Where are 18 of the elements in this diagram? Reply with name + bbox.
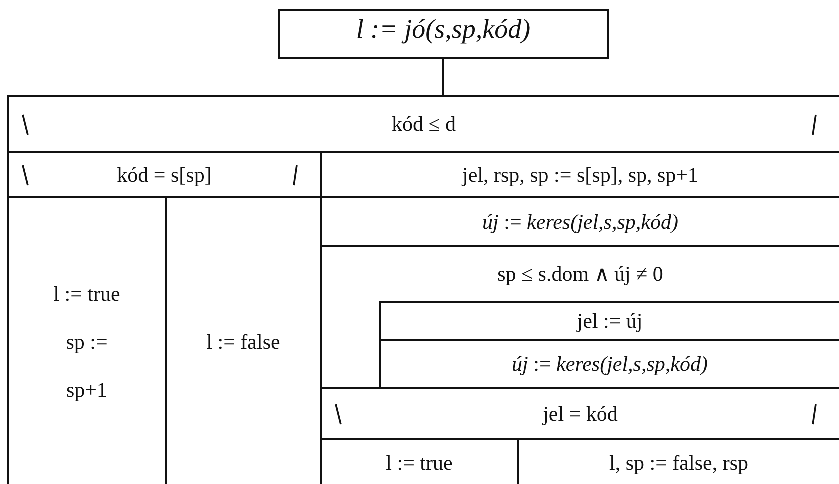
statement-text: jel := új [577,309,643,333]
statement-text: jel, rsp, sp := s[sp], sp, sp+1 [462,162,699,186]
statement-text: l := true [386,450,453,474]
statement-text: új := keres(jel,s,sp,kód) [512,352,708,376]
connector-line [442,59,444,95]
condition-cell [7,95,839,153]
statement-cell [379,301,839,341]
statement-text: l := true [54,280,120,308]
statement-text: l := false [206,330,280,354]
statement-text: sp := sp+1 [65,328,109,404]
statement-text: új := keres(jel,s,sp,kód) [482,210,678,234]
statement-text: sp ≤ s.dom ∧ új ≠ 0 [498,262,664,286]
statement-text: l, sp := false, rsp [610,450,748,474]
condition-text: kód ≤ d [392,112,456,136]
title-box [278,9,609,59]
title-text: l := jó(s,sp,kód) [356,14,531,44]
condition-text: jel = kód [543,402,618,426]
condition-text: kód = s[sp] [117,162,212,186]
